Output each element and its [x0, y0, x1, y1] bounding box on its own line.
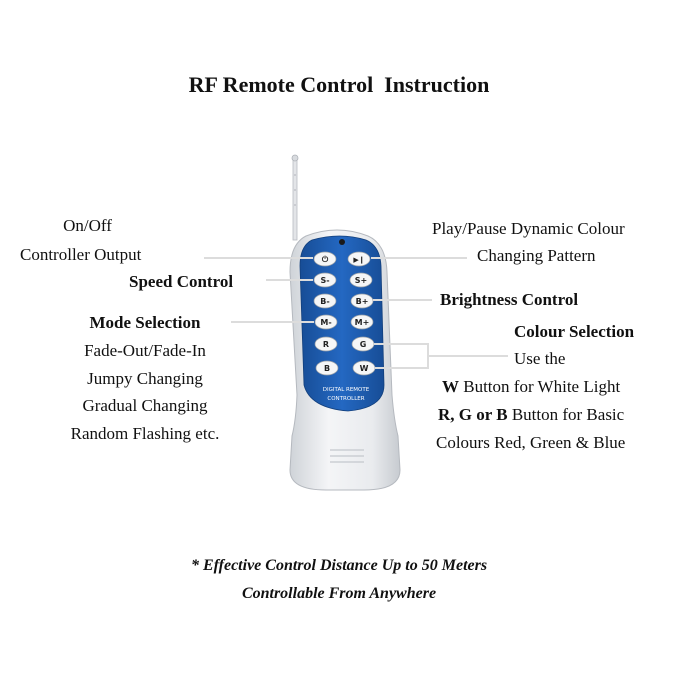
label-basic-colours: Colours Red, Green & Blue — [436, 433, 626, 452]
green-label: G — [360, 340, 367, 349]
brand-line-1: DIGITAL REMOTE — [323, 387, 370, 393]
play-pause-button[interactable]: ▶❙ — [347, 251, 371, 267]
speed-plus-label: S+ — [355, 276, 367, 285]
speed-plus-button[interactable]: S+ — [349, 272, 373, 288]
white-button[interactable]: W — [352, 360, 376, 376]
label-changing-pattern: Changing Pattern — [477, 246, 596, 265]
blue-label: B — [324, 364, 330, 373]
play-pause-icon: ▶❙ — [353, 256, 364, 264]
mode-plus-button[interactable]: M+ — [350, 314, 374, 330]
label-mode-random: Random Flashing etc. — [70, 424, 220, 443]
white-label: W — [360, 364, 369, 373]
blue-button[interactable]: B — [315, 360, 339, 376]
note-anywhere: Controllable From Anywhere — [241, 585, 437, 602]
brand-line-2: CONTROLLER — [327, 396, 364, 402]
led-indicator-icon — [339, 239, 345, 245]
label-colour-selection: Colour Selection — [514, 322, 635, 341]
mode-minus-label: M- — [320, 318, 331, 327]
label-w-bold: W — [442, 377, 459, 396]
label-white-text: Button for White Light — [459, 377, 621, 396]
brightness-plus-button[interactable]: B+ — [350, 293, 374, 309]
mode-plus-label: M+ — [355, 318, 370, 327]
label-rgb-buttons: R, G or B Button for Basic — [438, 405, 624, 425]
speed-minus-label: S- — [320, 276, 329, 285]
page-title: RF Remote Control Instruction — [188, 72, 490, 97]
brightness-plus-label: B+ — [356, 297, 369, 306]
red-label: R — [323, 340, 329, 349]
red-button[interactable]: R — [314, 336, 338, 352]
label-speed-control: Speed Control — [129, 272, 234, 291]
speed-minus-button[interactable]: S- — [313, 272, 337, 288]
label-brightness-control: Brightness Control — [440, 290, 579, 309]
label-rgb-text: Button for Basic — [507, 405, 625, 424]
label-mode-jumpy: Jumpy Changing — [87, 369, 203, 388]
label-play-pause: Play/Pause Dynamic Colour — [432, 219, 625, 238]
power-icon: ⏻ — [322, 255, 329, 264]
label-mode-selection: Mode Selection — [89, 313, 201, 332]
label-white-light: W Button for White Light — [442, 377, 620, 397]
green-button[interactable]: G — [351, 336, 375, 352]
mode-minus-button[interactable]: M- — [314, 314, 338, 330]
power-button[interactable]: ⏻ — [313, 251, 337, 267]
label-mode-fade: Fade-Out/Fade-In — [84, 341, 206, 360]
note-distance: * Effective Control Distance Up to 50 Me… — [190, 557, 488, 574]
label-use-the: Use the — [514, 349, 566, 368]
label-mode-gradual: Gradual Changing — [82, 396, 208, 415]
label-controller-output: Controller Output — [20, 245, 142, 264]
brightness-minus-label: B- — [320, 297, 329, 306]
label-onoff: On/Off — [63, 216, 112, 235]
label-rgb-bold: R, G or B — [438, 405, 508, 424]
antenna — [291, 154, 299, 241]
grip-lines — [330, 449, 364, 463]
leader-lines — [204, 257, 508, 369]
brightness-minus-button[interactable]: B- — [313, 293, 337, 309]
